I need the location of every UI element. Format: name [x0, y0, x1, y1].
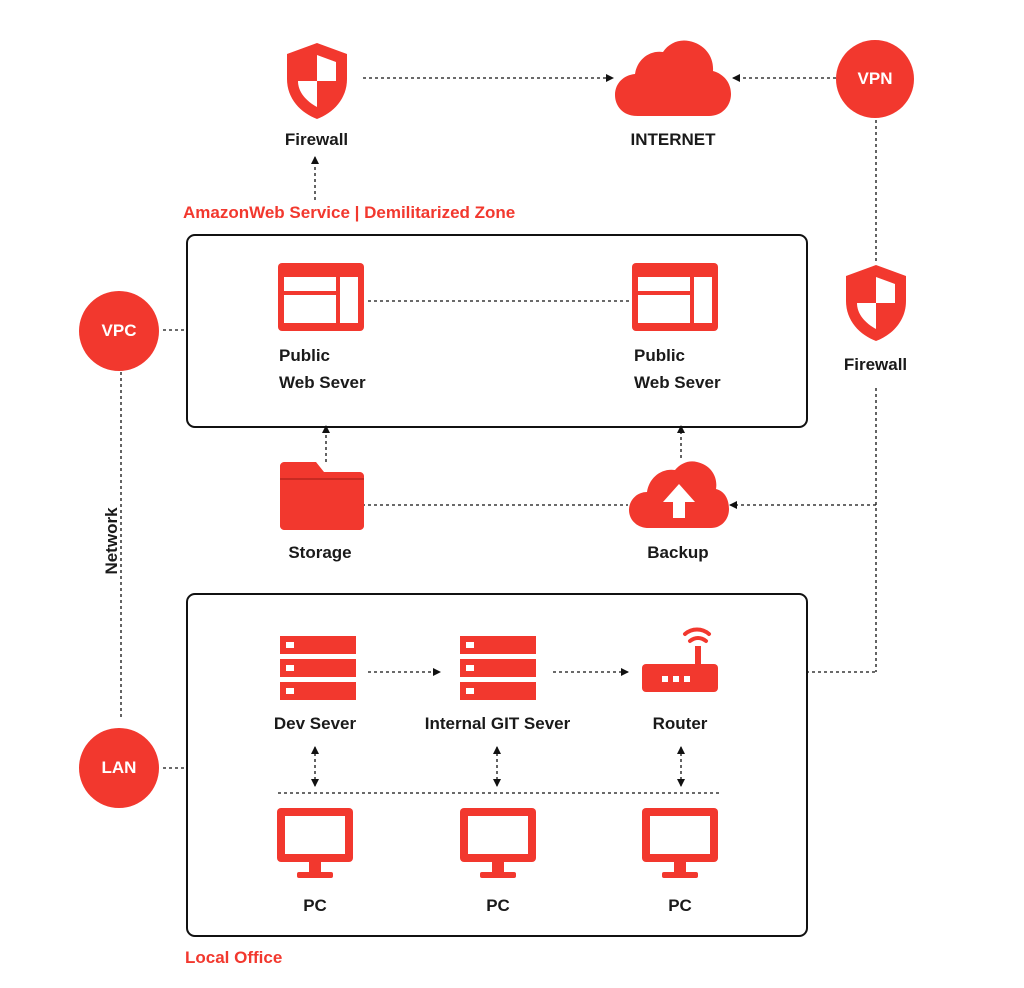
web-window-icon [278, 263, 364, 331]
web-server-2-label-line1: Public [634, 346, 686, 365]
router-icon [642, 627, 718, 692]
web-server-1-label-line2: Web Sever [279, 373, 366, 392]
git-server-label: Internal GIT Sever [424, 714, 571, 733]
router-label: Router [652, 714, 708, 733]
backup-label: Backup [647, 543, 709, 562]
server-rack-icon [460, 636, 536, 700]
cloud-icon [615, 40, 731, 116]
cloud-upload-icon [629, 461, 729, 528]
vpc-node: VPC [79, 291, 159, 371]
web-server-2-label-line2: Web Sever [634, 373, 721, 392]
dmz-zone-label: AmazonWeb Service | Demilitarized Zone [183, 203, 516, 222]
pc-2-label: PC [486, 896, 510, 915]
monitor-icon [642, 808, 718, 878]
firewall-right-label: Firewall [843, 355, 908, 374]
vpn-node: VPN [836, 40, 914, 118]
local-office-zone-label: Local Office [185, 948, 283, 967]
storage-label: Storage [288, 543, 352, 562]
pc-3-label: PC [668, 896, 692, 915]
server-rack-icon [280, 636, 356, 700]
shield-icon [287, 43, 347, 119]
lan-node: LAN [79, 728, 159, 808]
web-window-icon [632, 263, 718, 331]
monitor-icon [277, 808, 353, 878]
web-server-1-label-line1: Public [279, 346, 331, 365]
shield-icon [846, 265, 906, 341]
internet-label: INTERNET [630, 130, 716, 149]
firewall-top-label: Firewall [284, 130, 349, 149]
dev-server-label: Dev Sever [273, 714, 357, 733]
dmz-zone [186, 234, 808, 428]
folder-icon [280, 462, 364, 530]
pc-1-label: PC [303, 896, 327, 915]
local-office-zone [186, 593, 808, 937]
network-label: Network [102, 507, 121, 575]
monitor-icon [460, 808, 536, 878]
